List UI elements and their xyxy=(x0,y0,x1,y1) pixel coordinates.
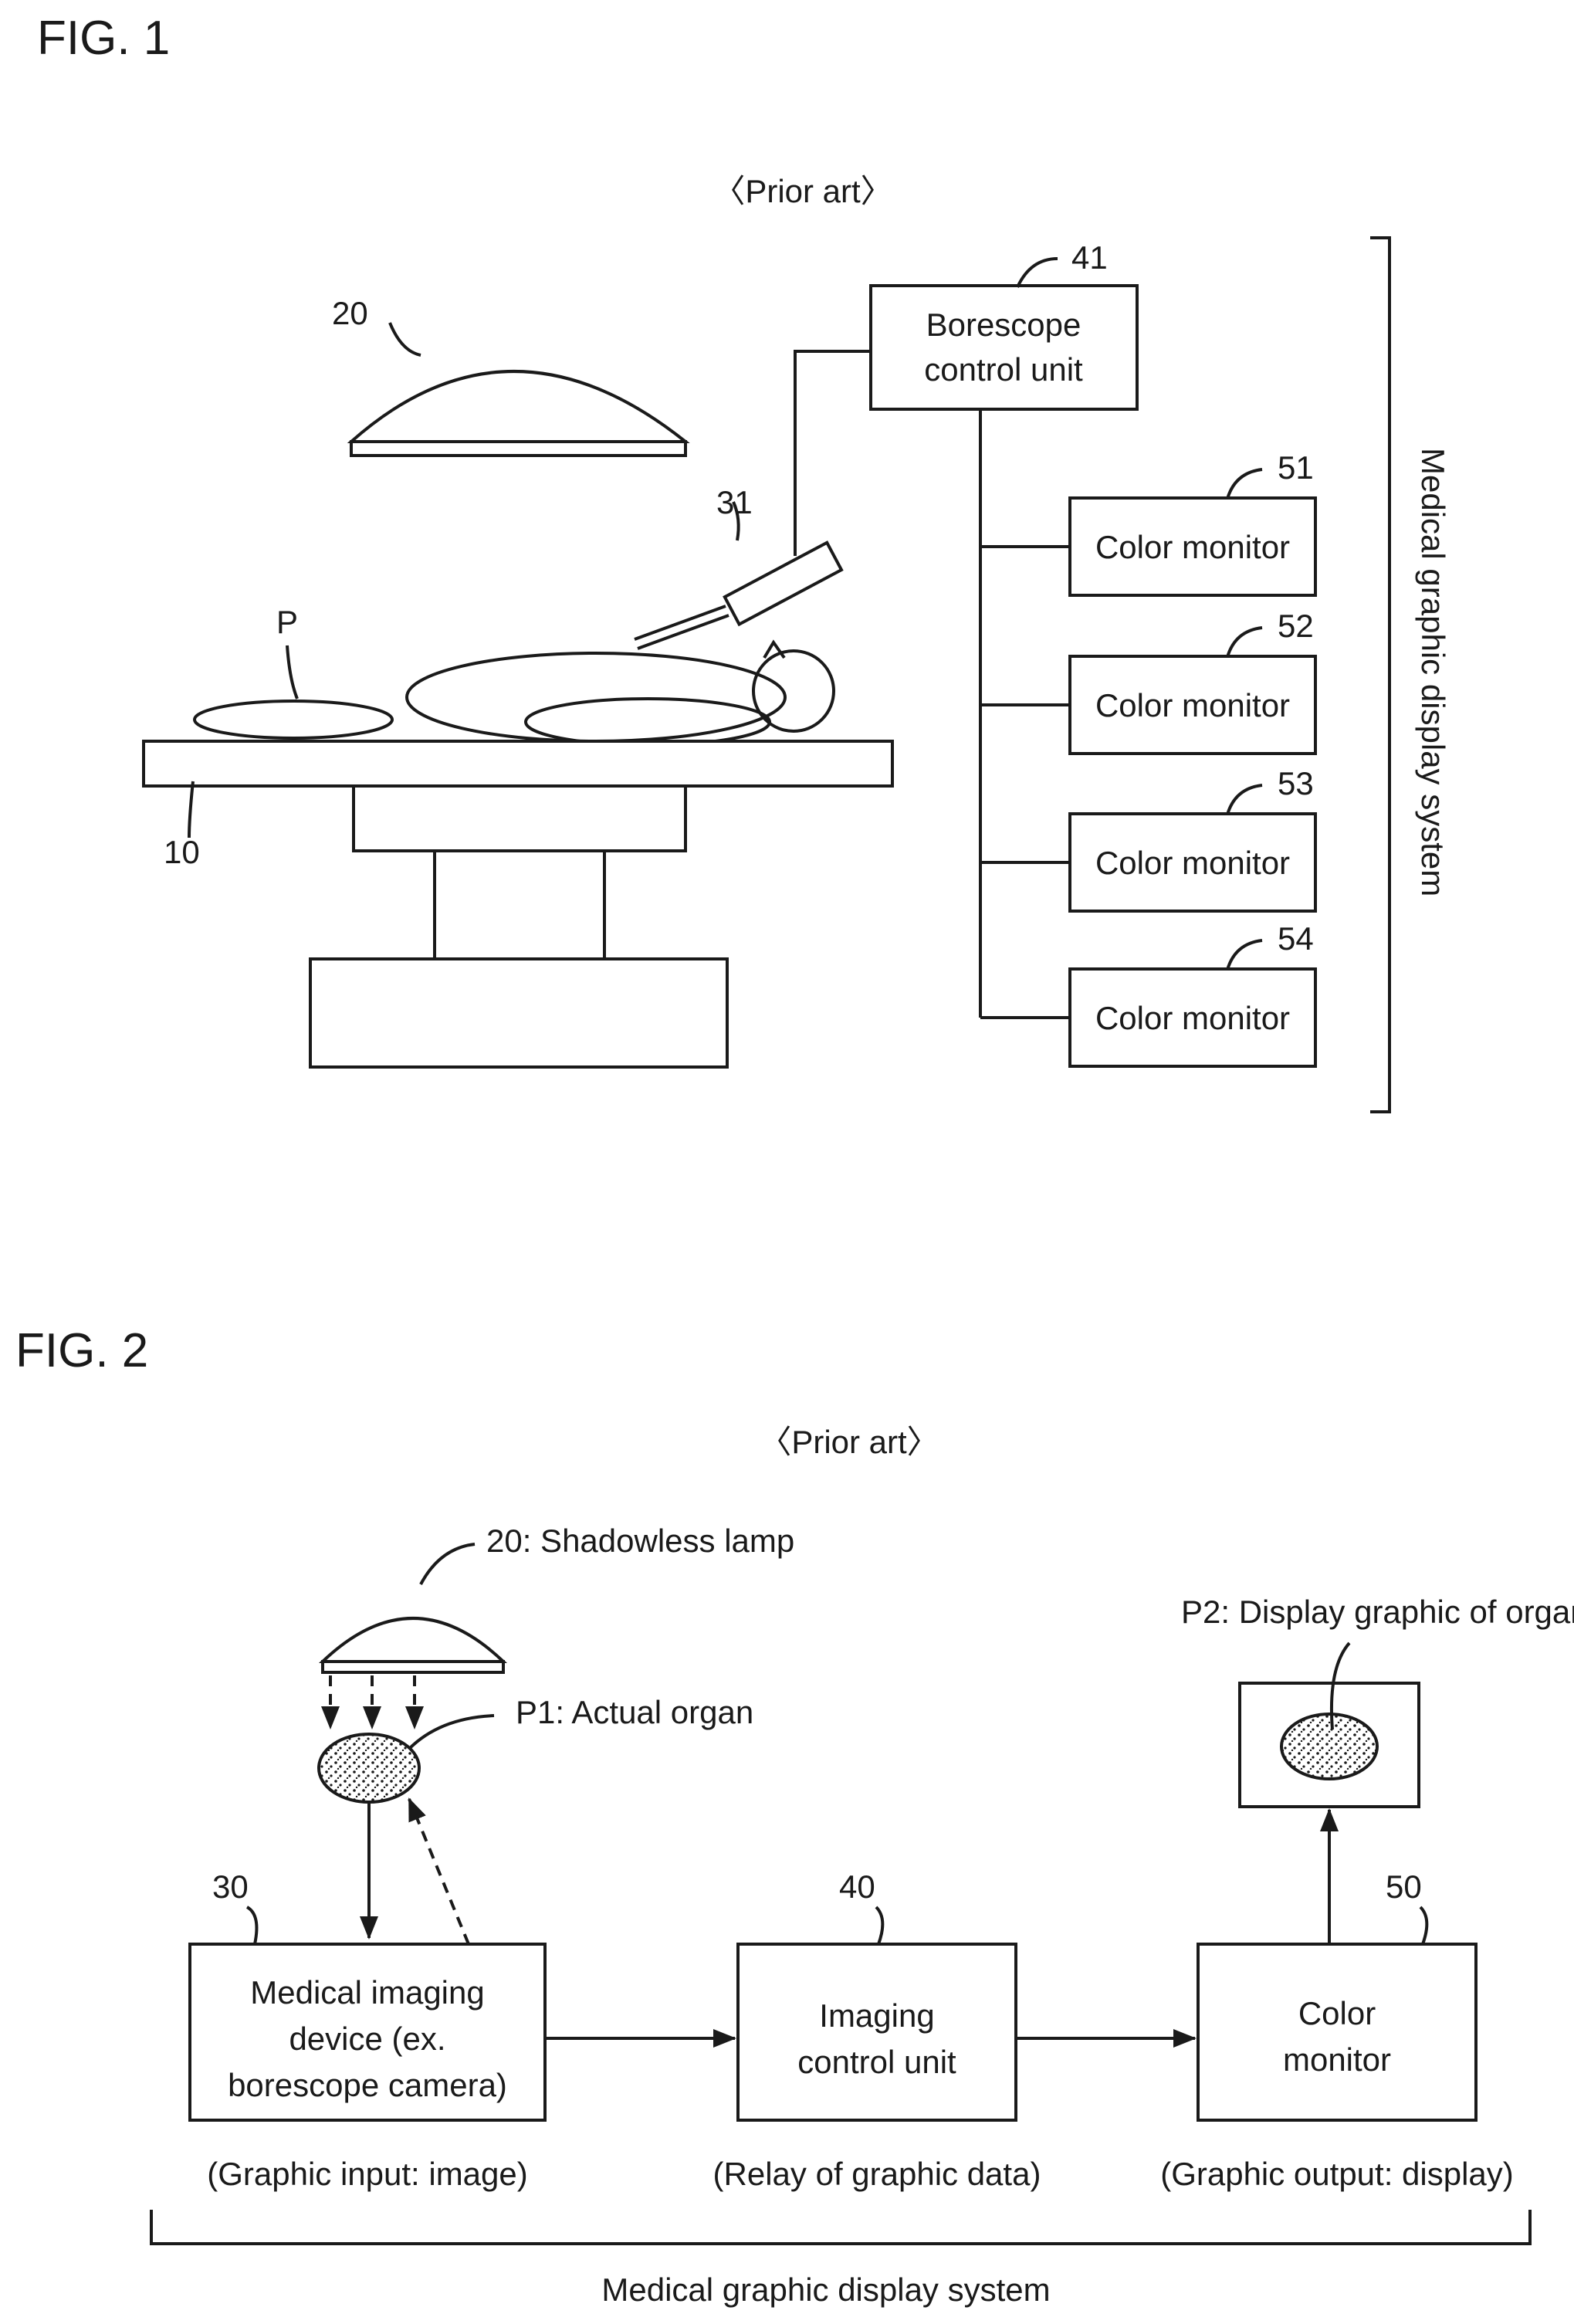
borescope-camera: 31 xyxy=(635,351,871,649)
monitor-label: Color monitor xyxy=(1095,687,1290,723)
figure-1: FIG. 1 〈Prior art〉 20 P 10 xyxy=(37,12,1451,1112)
fig2-title: FIG. 2 xyxy=(15,1324,148,1377)
monitor-54: Color monitor 54 xyxy=(980,920,1315,1066)
actual-organ: P1: Actual organ xyxy=(319,1694,753,1802)
imaging-device-line1: Medical imaging xyxy=(250,1974,484,2011)
ref-51: 51 xyxy=(1278,449,1314,486)
control-unit-line2: control unit xyxy=(797,2044,956,2080)
monitor-label: Color monitor xyxy=(1095,529,1290,565)
fig2-color-monitor: Color monitor 50 (Graphic output: displa… xyxy=(1160,1868,1514,2192)
ref-41: 41 xyxy=(1071,239,1108,276)
figure-2: FIG. 2 〈Prior art〉 20: Shadowless lamp P… xyxy=(15,1324,1574,2308)
borescope-control-unit: Borescope control unit 41 xyxy=(871,239,1137,409)
ref-50: 50 xyxy=(1386,1868,1422,1905)
fig2-system-bracket xyxy=(151,2210,1530,2244)
monitor-label: Color monitor xyxy=(1095,1000,1290,1036)
monitor-label: Color monitor xyxy=(1095,845,1290,881)
imaging-control-unit: Imaging control unit 40 (Relay of graphi… xyxy=(713,1868,1041,2192)
ref-10: 10 xyxy=(164,834,200,870)
caption-relay: (Relay of graphic data) xyxy=(713,2156,1041,2192)
ref-31: 31 xyxy=(716,484,753,520)
monitor-51: Color monitor 51 xyxy=(980,449,1315,595)
camera-light-arrow xyxy=(409,1799,469,1944)
control-unit-line1: Imaging xyxy=(819,1997,934,2034)
ref-52: 52 xyxy=(1278,608,1314,644)
ref-30: 30 xyxy=(212,1868,249,1905)
shadowless-lamp: 20 xyxy=(332,295,685,456)
display-organ-label: P2: Display graphic of organ xyxy=(1181,1594,1574,1630)
ref-20: 20 xyxy=(332,295,368,331)
display-screen: P2: Display graphic of organ xyxy=(1181,1594,1574,1807)
fig2-subtitle: 〈Prior art〉 xyxy=(759,1424,939,1460)
ref-53: 53 xyxy=(1278,765,1314,801)
control-unit-line1: Borescope xyxy=(926,307,1081,343)
fig2-system-label: Medical graphic display system xyxy=(601,2271,1050,2308)
fig1-system-label: Medical graphic display system xyxy=(1415,448,1451,896)
fig1-subtitle: 〈Prior art〉 xyxy=(713,173,892,209)
patient: P xyxy=(195,604,834,745)
control-unit-line2: control unit xyxy=(924,351,1083,388)
monitor-line2: monitor xyxy=(1283,2041,1391,2078)
monitor-52: Color monitor 52 xyxy=(980,608,1315,754)
organ-label: P1: Actual organ xyxy=(516,1694,753,1730)
operating-table: 10 xyxy=(144,741,892,1067)
monitor-line1: Color xyxy=(1298,1995,1376,2031)
ref-40: 40 xyxy=(839,1868,875,1905)
monitor-53: Color monitor 53 xyxy=(980,765,1315,911)
caption-output: (Graphic output: display) xyxy=(1160,2156,1514,2192)
fig1-title: FIG. 1 xyxy=(37,12,170,65)
imaging-device-line3: borescope camera) xyxy=(228,2067,507,2103)
ref-54: 54 xyxy=(1278,920,1314,957)
imaging-device-line2: device (ex. xyxy=(289,2021,445,2057)
caption-input: (Graphic input: image) xyxy=(207,2156,528,2192)
ref-P: P xyxy=(276,604,298,640)
system-bracket xyxy=(1370,238,1390,1112)
lamp-label: 20: Shadowless lamp xyxy=(486,1523,794,1559)
